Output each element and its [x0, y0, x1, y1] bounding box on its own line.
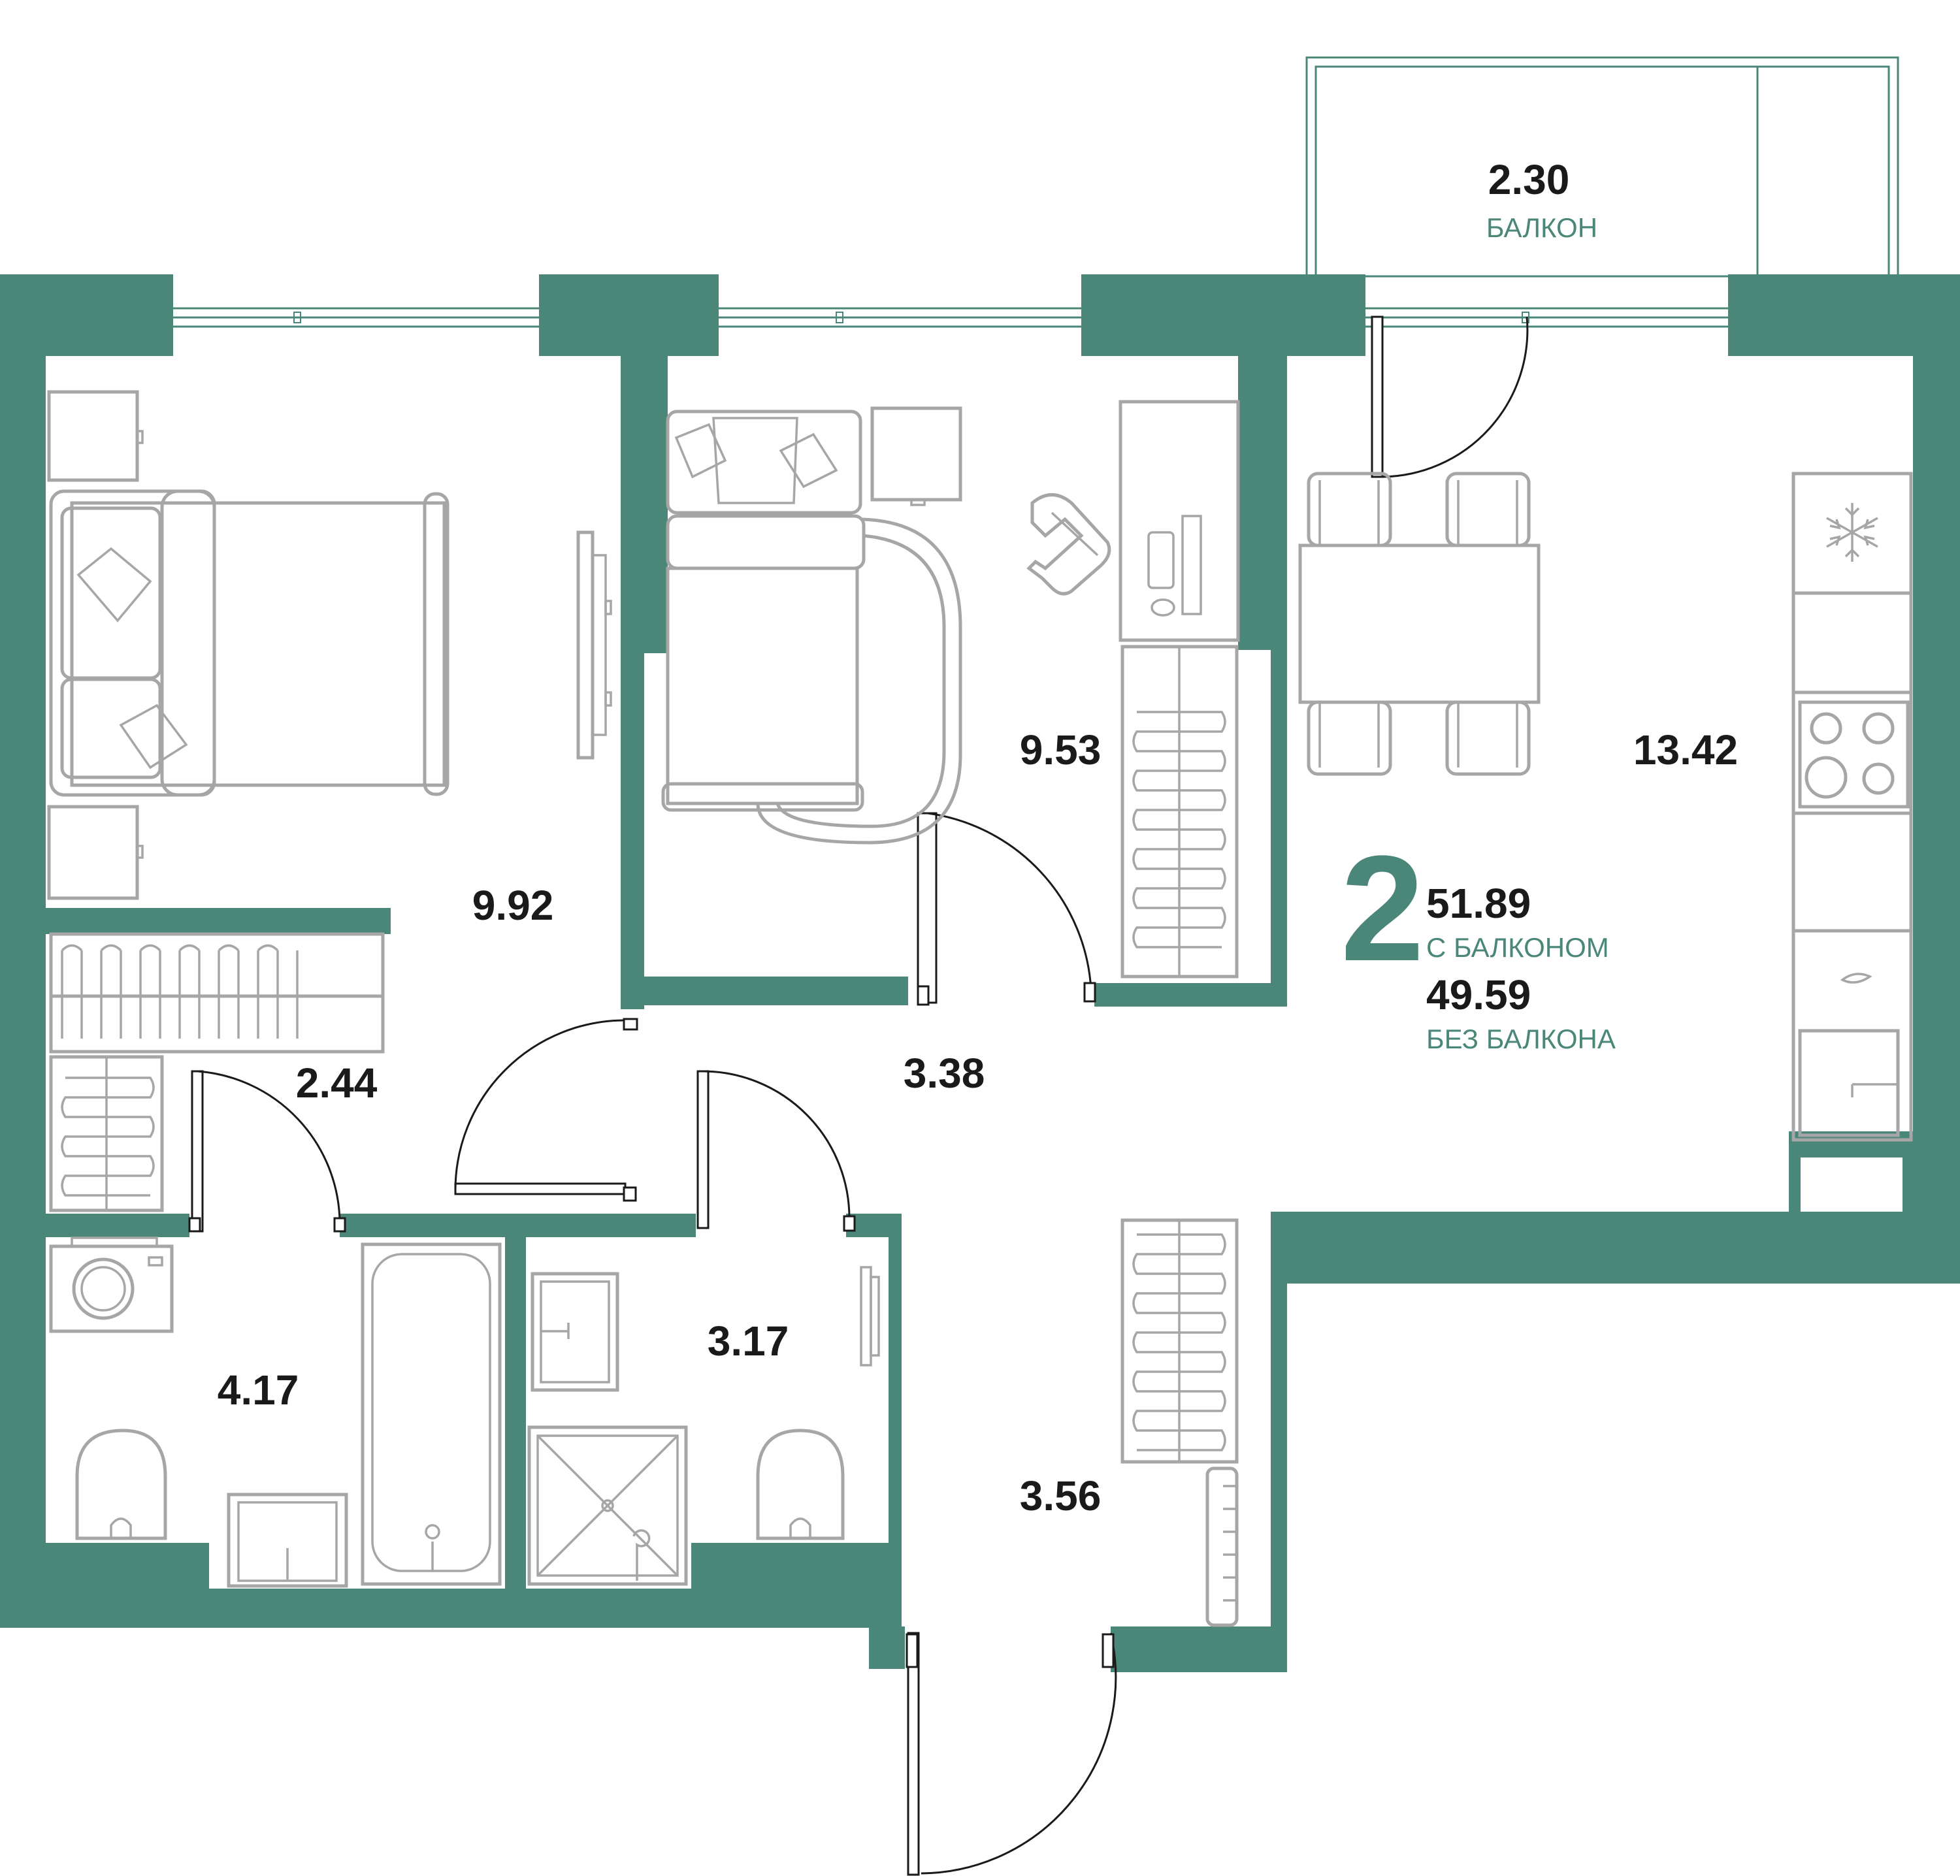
desk	[1119, 400, 1240, 642]
second-room-area-label: 9.53	[1020, 726, 1102, 773]
apartment-summary: 2 51.89 С БАЛКОНОМ 49.59 БЕЗ БАЛКОНА	[1341, 824, 1616, 1054]
entrance-area-label: 3.56	[1020, 1472, 1102, 1519]
balcony-name-label: БАЛКОН	[1486, 212, 1597, 243]
closet-area-label: 2.44	[296, 1059, 378, 1107]
second-room-furniture	[661, 400, 1240, 978]
rooms-count: 2	[1341, 824, 1424, 992]
shelf-unit	[49, 1055, 164, 1212]
washing-machine-icon	[49, 1237, 174, 1333]
shower-room-furniture	[527, 1266, 880, 1586]
bed-icon	[49, 489, 449, 797]
balcony-area-label: 2.30	[1488, 156, 1570, 203]
nightstand-top	[47, 390, 144, 482]
kitchen-counter	[1791, 472, 1913, 1142]
walls	[0, 274, 1960, 1672]
bathroom-area-label: 4.17	[218, 1367, 299, 1414]
sofa-bed	[661, 410, 962, 845]
bedroom-area-label: 9.92	[472, 882, 554, 929]
balcony-outline	[1305, 56, 1899, 278]
room-labels: 2.30 БАЛКОН 9.92 9.53 13.42 2.44 3.38 4.…	[218, 156, 1738, 1519]
bathroom-furniture	[49, 1237, 502, 1588]
tv-stand	[576, 530, 612, 760]
balcony	[1305, 56, 1899, 278]
balcony-inner-outline	[1315, 65, 1890, 278]
hall-area-label: 3.38	[904, 1050, 985, 1097]
window-bedroom	[169, 307, 550, 328]
toilet-icon	[75, 1429, 167, 1540]
window-kitchen	[1361, 307, 1736, 328]
dining-table	[1298, 472, 1541, 776]
towel-rail	[860, 1266, 880, 1367]
door-entrance	[906, 1632, 1117, 1876]
door-second-room	[917, 812, 1096, 1006]
entrance-wardrobe	[1120, 1218, 1239, 1464]
without-balcony-label: БЕЗ БАЛКОНА	[1426, 1024, 1616, 1054]
sink-shower-room	[531, 1272, 619, 1392]
toilet-shower-room	[756, 1429, 845, 1540]
sink-bathroom	[227, 1493, 348, 1588]
kitchen-furniture	[1298, 472, 1913, 1142]
with-balcony-label: С БАЛКОНОМ	[1426, 932, 1609, 963]
wardrobe-icon	[49, 932, 385, 1054]
closet-furniture	[49, 932, 385, 1212]
shower-icon	[527, 1425, 688, 1586]
wardrobe-room2	[1120, 645, 1239, 978]
bedroom-furniture	[47, 390, 612, 900]
total-with-balcony: 51.89	[1426, 880, 1531, 927]
doors	[188, 315, 1529, 1876]
bathtub-icon	[361, 1242, 502, 1586]
shoe-rack	[1205, 1466, 1239, 1627]
door-bedroom	[454, 1018, 638, 1202]
windows	[169, 307, 1736, 328]
entrance-furniture	[1120, 1218, 1239, 1627]
faucet-icon	[1840, 973, 1872, 984]
door-shower-room	[696, 1070, 856, 1232]
total-without-balcony: 49.59	[1426, 971, 1531, 1018]
door-closet	[188, 1070, 346, 1233]
stove-icon	[1798, 700, 1910, 809]
nightstand-bottom	[47, 805, 144, 900]
snowflake-icon	[1826, 503, 1878, 562]
kitchen-area-label: 13.42	[1633, 726, 1738, 773]
door-balcony	[1371, 315, 1529, 478]
sink-icon	[1798, 1029, 1900, 1137]
window-second-room	[714, 307, 1092, 328]
cabinet	[870, 406, 962, 506]
shower-room-area-label: 3.17	[708, 1318, 789, 1365]
desk-chair-icon	[1026, 493, 1111, 596]
